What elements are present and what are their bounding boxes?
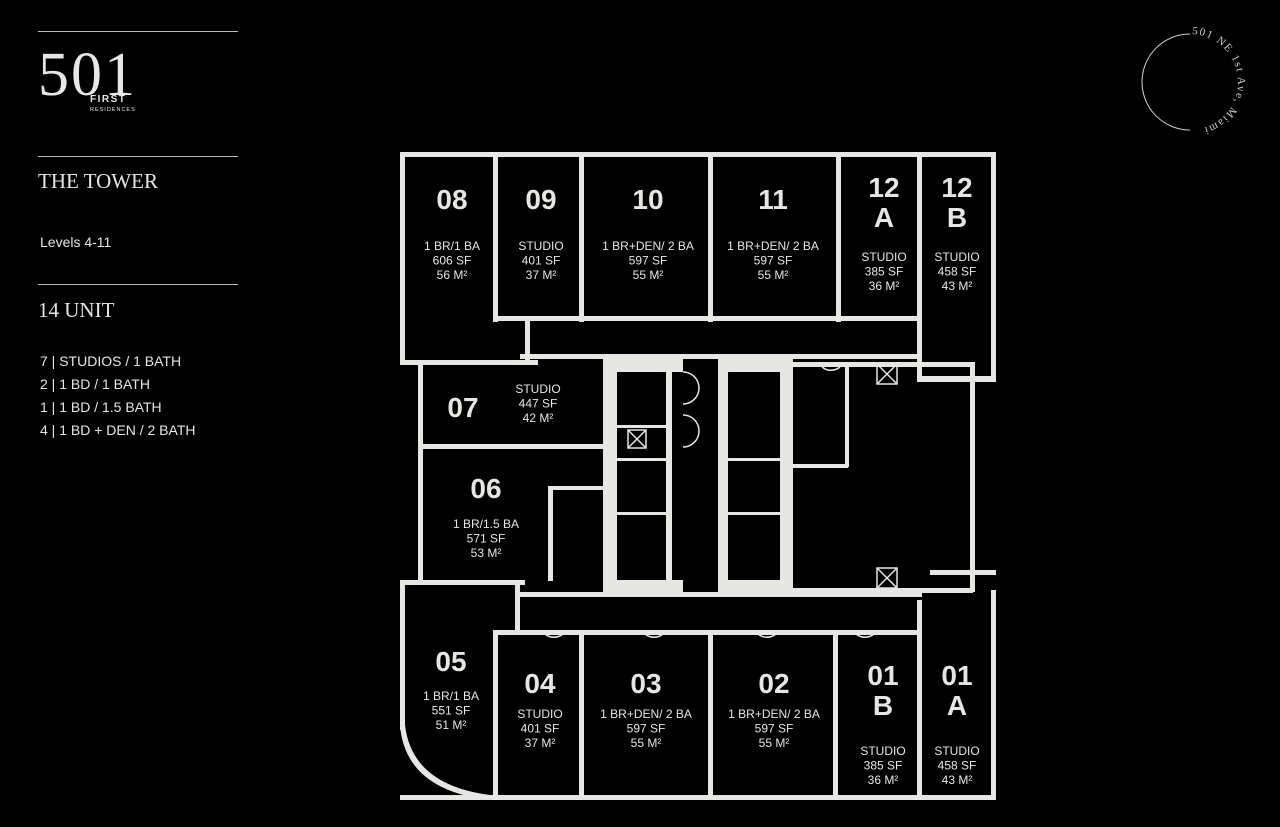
unit-number: 09 [525,184,556,215]
unit-number: 12 [868,172,899,203]
unit-detail: 597 SF [754,254,793,268]
tower-divider [38,284,238,285]
unit-detail: 36 M² [868,773,899,787]
unit-detail: 1 BR+DEN/ 2 BA [728,707,820,721]
unit-detail: STUDIO [517,707,562,721]
unit-number: 11 [758,184,788,215]
unit-mix-item: 4 | 1 BD + DEN / 2 BATH [40,422,196,438]
address-seal: 501 NE 1st Ave, Miami [1141,25,1246,137]
levels-label: Levels 4-11 [40,234,112,250]
unit-detail: 401 SF [522,254,561,268]
unit-number: 08 [436,184,467,215]
unit-mix-item: 2 | 1 BD / 1 BATH [40,376,150,392]
unit-detail: 1 BR/1.5 BA [453,517,519,531]
unit-detail: 1 BR/1 BA [424,239,480,253]
unit-number: B [947,202,967,233]
unit-number: B [873,690,893,721]
unit-detail: STUDIO [860,744,905,758]
door-swings [539,316,898,638]
unit-number: 02 [758,668,789,699]
unit-number: A [947,690,967,721]
logo-divider [38,156,238,157]
unit-mix-item: 7 | STUDIOS / 1 BATH [40,353,182,369]
unit-number: 01 [941,660,972,691]
unit-detail: STUDIO [861,250,906,264]
unit-number: A [874,202,894,233]
unit-mix-list: 7 | STUDIOS / 1 BATH 2 | 1 BD / 1 BATH 1… [40,350,195,442]
unit-count: 14 UNIT [38,298,115,322]
logo-first: FIRST [90,94,127,105]
top-divider [38,31,238,32]
unit-detail: 1 BR+DEN/ 2 BA [727,239,819,253]
unit-detail: 597 SF [627,722,666,736]
unit-number: 04 [524,668,556,699]
unit-detail: 597 SF [755,722,794,736]
tower-title: THE TOWER [38,169,158,193]
unit-detail: 37 M² [526,268,557,282]
unit-detail: 55 M² [759,736,790,750]
unit-detail: 1 BR+DEN/ 2 BA [602,239,694,253]
unit-detail: 385 SF [864,759,903,773]
unit-detail: 36 M² [869,279,900,293]
unit-detail: STUDIO [934,250,979,264]
unit-detail: 55 M² [633,268,664,282]
unit-detail: 53 M² [471,546,502,560]
unit-number: 05 [435,646,466,677]
unit-detail: 385 SF [865,265,904,279]
unit-mix-item: 1 | 1 BD / 1.5 BATH [40,399,162,415]
unit-detail: 597 SF [629,254,668,268]
unit-detail: 37 M² [525,736,556,750]
unit-detail: STUDIO [515,382,560,396]
unit-detail: STUDIO [934,744,979,758]
unit-number: 03 [630,668,661,699]
logo-residences: RESIDENCES [90,107,136,113]
unit-number: 07 [447,392,478,423]
unit-detail: 55 M² [758,268,789,282]
unit-detail: 55 M² [631,736,662,750]
unit-detail: 401 SF [521,722,560,736]
logo-number: 501 [38,41,137,109]
seal-arc [1141,33,1191,131]
unit-detail: 571 SF [467,532,506,546]
unit-detail: 42 M² [523,411,554,425]
unit-number: 12 [941,172,972,203]
unit-detail: 43 M² [942,773,973,787]
unit-detail: 606 SF [433,254,472,268]
unit-detail: STUDIO [518,239,563,253]
unit-number: 06 [470,473,501,504]
walls [400,152,996,800]
unit-number: 10 [632,184,663,215]
unit-detail: 1 BR/1 BA [423,689,479,703]
unit-detail: 458 SF [938,759,977,773]
unit-detail: 56 M² [437,268,468,282]
unit-detail: 51 M² [436,718,467,732]
unit-detail: 551 SF [432,704,471,718]
unit-number: 01 [867,660,898,691]
unit-detail: 1 BR+DEN/ 2 BA [600,707,692,721]
unit-detail: 458 SF [938,265,977,279]
unit-detail: 447 SF [519,397,558,411]
unit-detail: 43 M² [942,279,973,293]
